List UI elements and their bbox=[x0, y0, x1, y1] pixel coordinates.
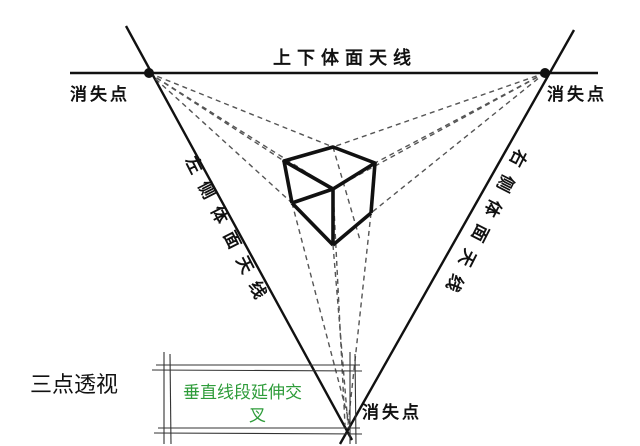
dashed-line bbox=[332, 72, 546, 190]
dashed-line bbox=[291, 202, 351, 426]
right-side-line bbox=[338, 29, 576, 445]
dashed-line bbox=[370, 72, 546, 214]
dashed-line bbox=[332, 146, 361, 241]
annotation-box bbox=[151, 352, 363, 445]
right-side-line-label: 右侧体面天线 bbox=[436, 146, 531, 305]
left-side-line-label: 左侧体面天线 bbox=[181, 153, 276, 312]
method-title: 三点透视 bbox=[30, 373, 118, 398]
vanishing-point-right bbox=[540, 68, 550, 78]
vanishing-point-bottom-label: 消失点 bbox=[362, 402, 422, 423]
vanishing-point-left-label: 消失点 bbox=[70, 84, 130, 105]
dashed-line bbox=[148, 72, 285, 162]
annotation-text-line2: 叉 bbox=[249, 406, 266, 426]
dashed-line bbox=[148, 72, 293, 204]
vanishing-point-right-label: 消失点 bbox=[547, 84, 607, 105]
construction-lines bbox=[148, 72, 546, 426]
horizon-label: 上下体面天线 bbox=[273, 47, 417, 69]
vanishing-point-left bbox=[144, 68, 154, 78]
annotation-text-line1: 垂直线段延伸交 bbox=[183, 383, 302, 403]
dashed-line bbox=[332, 188, 346, 426]
dashed-line bbox=[332, 72, 546, 148]
dashed-line bbox=[148, 72, 334, 148]
cube bbox=[282, 145, 377, 247]
